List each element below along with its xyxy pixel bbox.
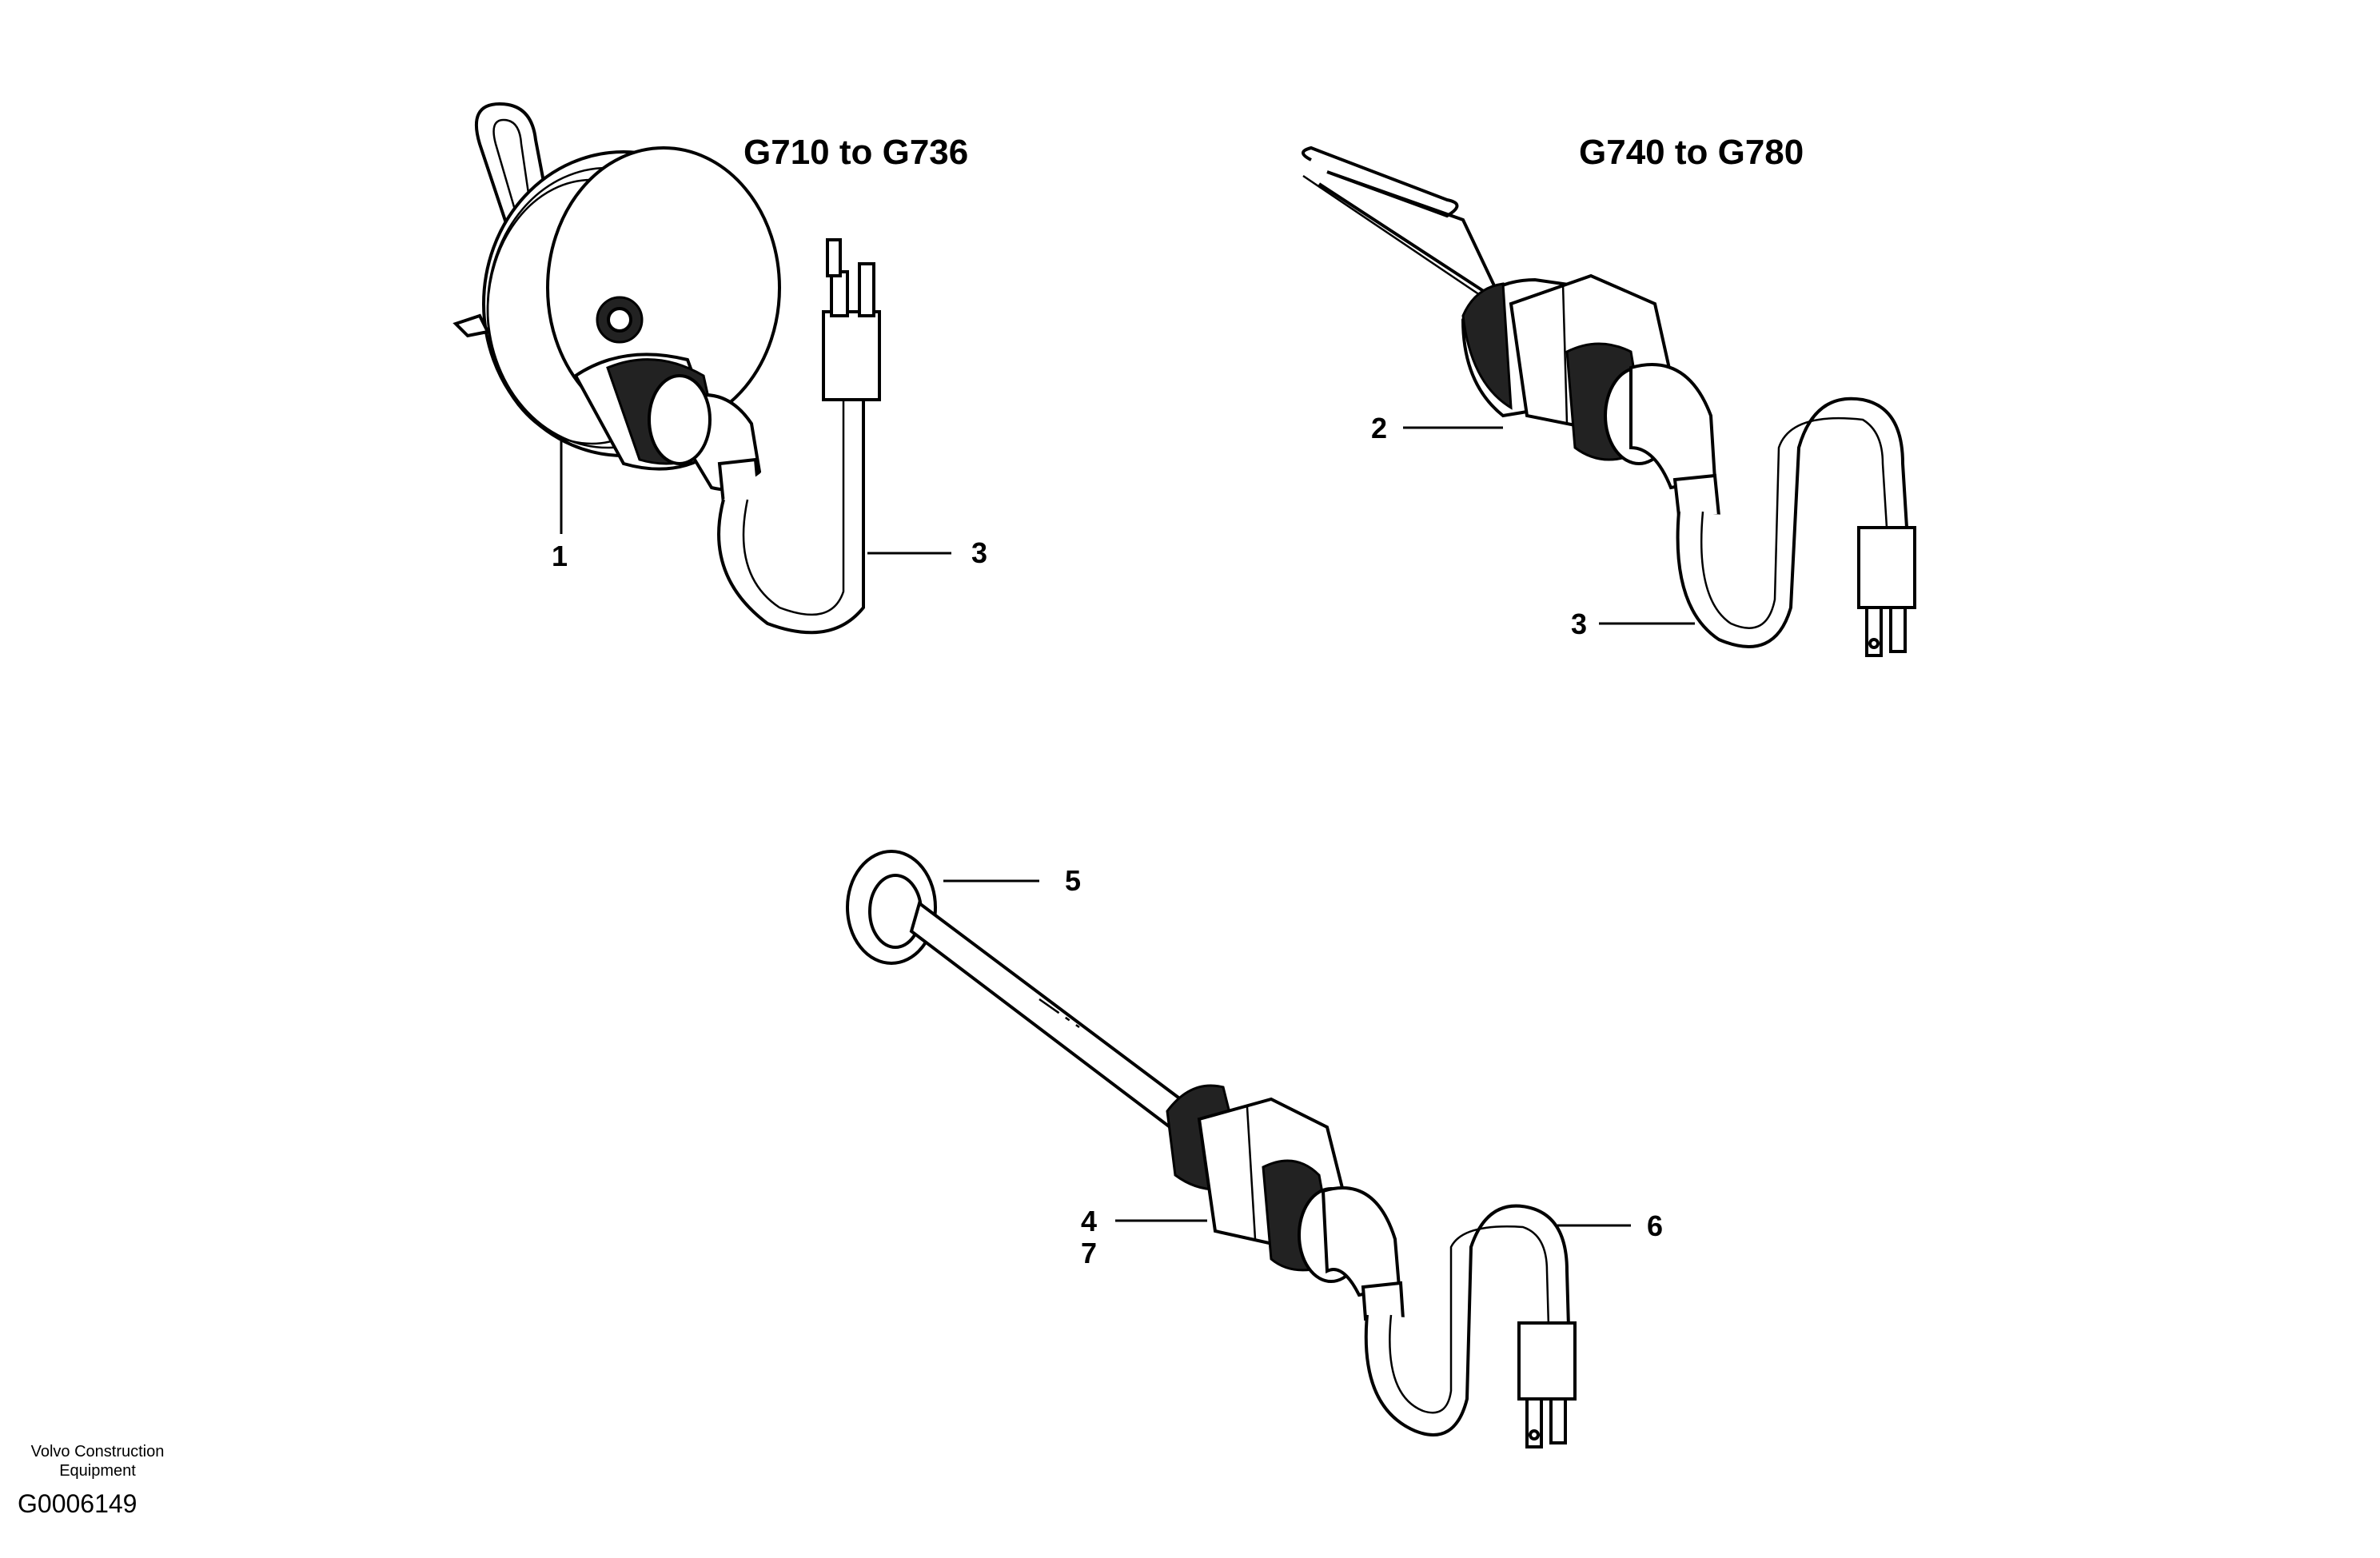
callout-6: 6 <box>1647 1209 1663 1242</box>
company-name-line1: Volvo Construction <box>31 1443 165 1460</box>
variant-title-g710: G710 to G736 <box>744 133 968 172</box>
callout-7: 7 <box>1081 1237 1097 1269</box>
variant-title-g740: G740 to G780 <box>1579 133 1804 172</box>
callout-2: 2 <box>1371 412 1387 444</box>
callout-3a: 3 <box>971 536 987 569</box>
callout-5: 5 <box>1065 864 1081 897</box>
leader-lines <box>560 426 1695 1227</box>
heater-element-assembly-g710 <box>452 102 881 635</box>
company-name-line2: Equipment <box>59 1462 136 1480</box>
callout-4: 4 <box>1081 1205 1097 1237</box>
figure-id: G0006149 <box>18 1489 137 1518</box>
heater-element-assembly-g740 <box>1302 145 1916 657</box>
callout-1: 1 <box>552 540 568 572</box>
heater-element-assembly-straight <box>846 850 1577 1448</box>
callout-3b: 3 <box>1571 608 1587 640</box>
